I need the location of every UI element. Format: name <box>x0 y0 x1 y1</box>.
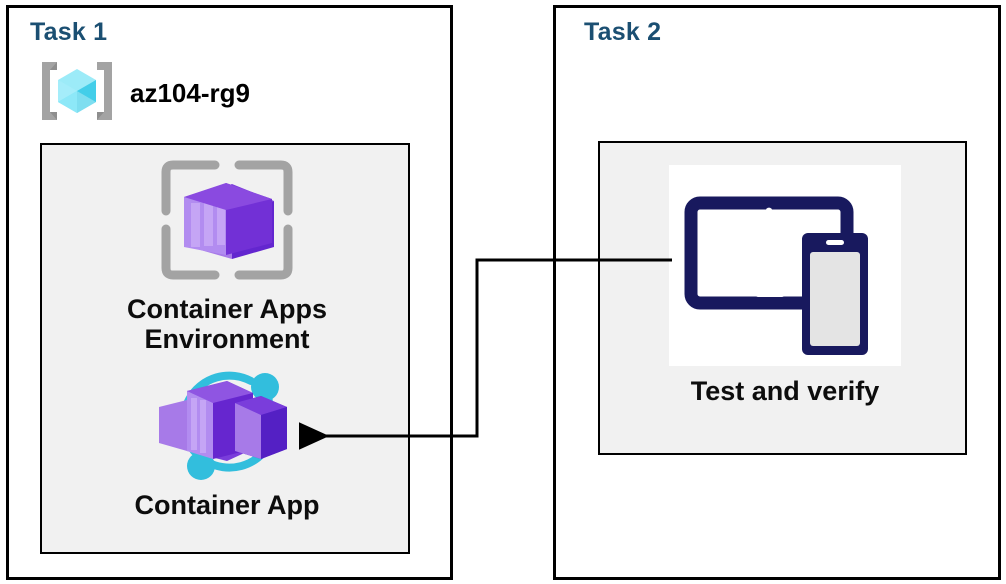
container-app-label: Container App <box>134 490 320 520</box>
task2-label: Task 2 <box>584 18 662 46</box>
task1-label: Task 1 <box>30 18 108 46</box>
node-container-app: Container App <box>97 363 357 520</box>
node-container-apps-environment: Container Apps Environment <box>97 155 357 354</box>
task2-inner-box: Test and verify <box>598 141 967 455</box>
resource-group-header: az104-rg9 <box>36 58 250 129</box>
resource-group-name: az104-rg9 <box>130 78 250 108</box>
node-test-and-verify: Test and verify <box>630 165 940 406</box>
container-app-icon <box>143 363 311 486</box>
task1-inner-box: Container Apps Environment <box>40 143 410 554</box>
container-apps-environment-label: Container Apps Environment <box>126 294 327 355</box>
devices-tablet-phone-icon <box>669 165 901 366</box>
container-apps-environment-icon <box>152 155 302 290</box>
resource-group-icon <box>36 58 118 129</box>
test-and-verify-label: Test and verify <box>690 376 880 406</box>
